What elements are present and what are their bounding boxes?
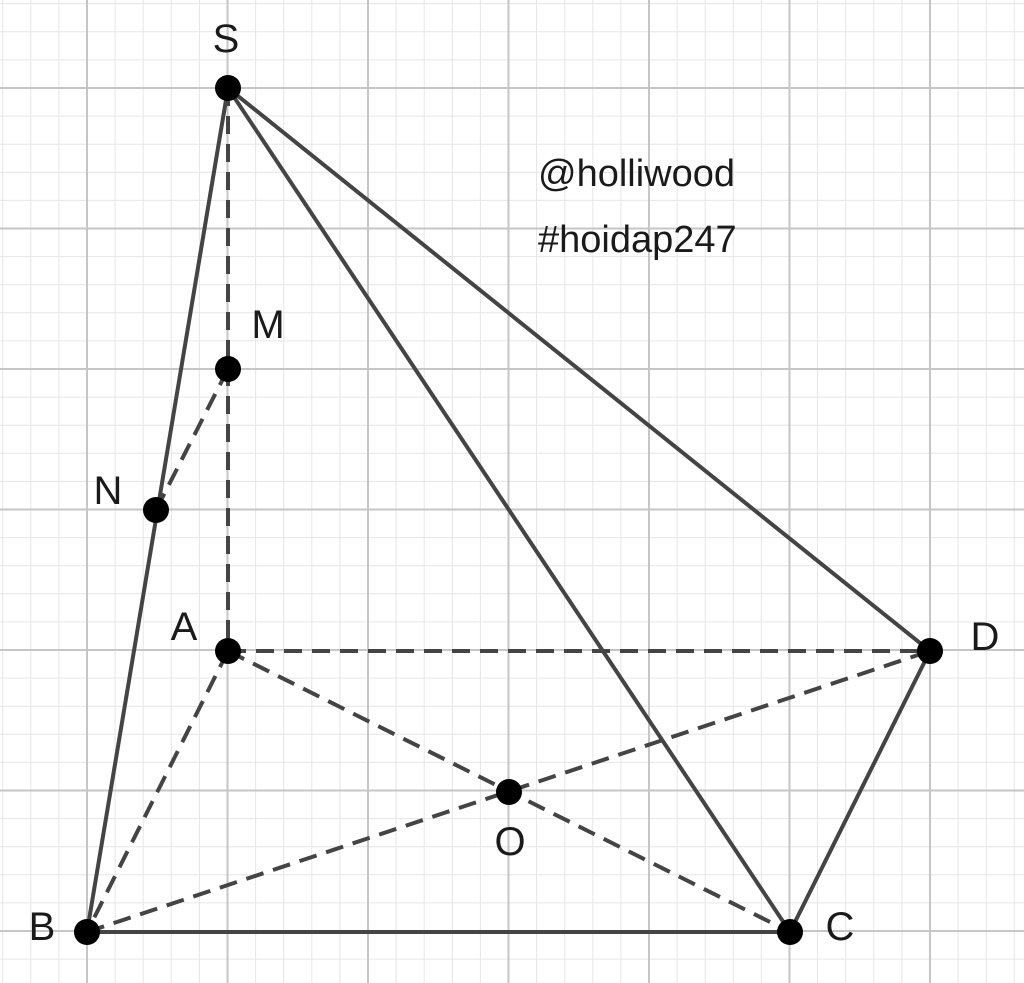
label-D: D <box>971 615 1000 659</box>
edge-SD-solid <box>226 86 932 653</box>
point-B <box>74 919 100 945</box>
edge-AB-dashed <box>85 650 230 933</box>
edge-BD-dashed <box>86 649 931 934</box>
point-A <box>215 638 241 664</box>
watermark-line-1: @holliwood <box>538 153 735 195</box>
label-C: C <box>826 905 855 949</box>
label-A: A <box>171 605 198 649</box>
point-D <box>917 638 943 664</box>
vertex-labels: S M N A D O B C <box>29 17 1000 949</box>
point-N <box>143 497 169 523</box>
label-M: M <box>251 303 284 347</box>
watermark: @holliwood #hoidap247 <box>538 153 737 261</box>
label-O: O <box>494 820 525 864</box>
point-S <box>215 75 241 101</box>
vertex-points <box>74 75 943 945</box>
point-M <box>215 356 241 382</box>
label-B: B <box>29 905 56 949</box>
edge-CD-solid <box>788 650 932 933</box>
label-N: N <box>94 469 123 513</box>
watermark-line-2: #hoidap247 <box>538 219 737 261</box>
label-S: S <box>213 17 240 61</box>
edge-MN-dashed <box>154 368 230 511</box>
point-C <box>777 919 803 945</box>
point-O <box>496 779 522 805</box>
edge-SC-solid <box>226 86 792 934</box>
